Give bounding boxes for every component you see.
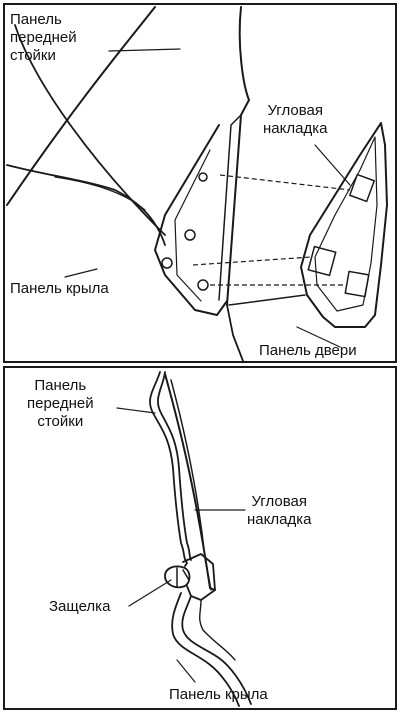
pillar-boundary (14, 24, 166, 236)
bottom-label-pillar-line1: Панель (34, 377, 87, 394)
door-edge-2 (218, 114, 242, 301)
top-label-door: Панель двери (259, 342, 357, 359)
bottom-label-pillar: Панель передней стойки (27, 377, 94, 431)
bottom-label-pillar-line3: стойки (37, 413, 84, 430)
leader-door (296, 326, 341, 348)
clip-stem (176, 567, 190, 587)
bottom-label-pillar-line2: передней (27, 395, 94, 412)
top-label-trim-line2: накладка (263, 120, 328, 137)
pillar-profile-outer (149, 371, 188, 567)
bottom-label-trim: Угловая накладка (247, 493, 311, 529)
trim-profile-inner (170, 379, 212, 591)
top-label-pillar-line1: Панель (10, 11, 62, 28)
fender-profile-3 (199, 599, 236, 661)
bracket-hole-4 (197, 279, 209, 291)
door-bottom (228, 294, 306, 306)
trim-clip-1 (349, 173, 375, 203)
leader-fender (64, 268, 98, 278)
bracket-hole-3 (161, 257, 173, 269)
leader-clip (128, 579, 172, 607)
bottom-label-trim-line2: накладка (247, 511, 312, 528)
leader-fender (176, 659, 196, 683)
bottom-label-fender: Панель крыла (169, 686, 268, 703)
fender-profile-inner (171, 592, 240, 707)
pillar-edge-right (238, 6, 250, 101)
alignment-line-2 (192, 256, 312, 266)
top-label-trim: Угловая накладка (263, 102, 327, 138)
pillar-outline (6, 6, 156, 206)
bottom-label-clip: Защелка (49, 598, 111, 615)
top-illustration: Панель передней стойки Угловая накладка … (3, 3, 397, 363)
leader-pillar (116, 407, 156, 414)
bracket-hole-2 (184, 229, 196, 241)
top-drawing (6, 6, 388, 361)
mount-bracket-inner (174, 149, 211, 302)
top-label-pillar-line3: стойки (10, 47, 56, 64)
leader-pillar (108, 48, 181, 52)
top-label-trim-line1: Угловая (267, 102, 323, 119)
bottom-illustration: Панель передней стойки Угловая накладка … (3, 366, 397, 710)
trim-clip-3 (344, 270, 370, 298)
top-label-pillar: Панель передней стойки (10, 11, 77, 65)
trim-clip-2 (307, 245, 337, 277)
pillar-crease (6, 164, 166, 246)
alignment-line-1 (219, 174, 351, 191)
clip-head (164, 565, 191, 589)
top-label-fender: Панель крыла (10, 280, 109, 297)
bottom-label-trim-line1: Угловая (251, 493, 307, 510)
corner-trim-inner (314, 136, 378, 312)
mount-bracket (154, 124, 228, 316)
bottom-drawing (116, 371, 252, 707)
top-label-pillar-line2: передней (10, 29, 77, 46)
corner-trim-outline (300, 122, 388, 328)
leader-trim (314, 144, 351, 186)
fender-edge (226, 304, 244, 361)
fender-profile-outer (181, 595, 252, 705)
bracket-hole-1 (198, 172, 208, 182)
pillar-crease-inner (54, 176, 146, 211)
pillar-profile-inner (157, 371, 192, 561)
